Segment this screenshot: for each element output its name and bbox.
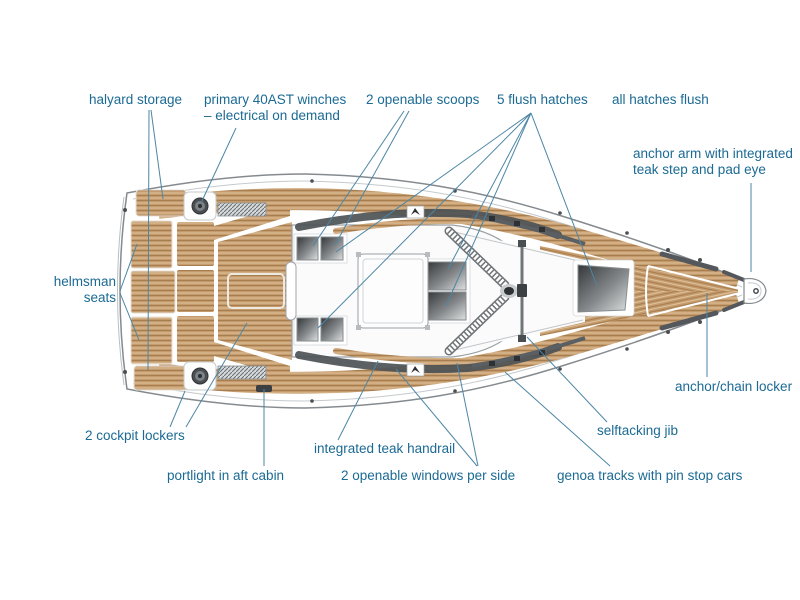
leader-line-teak-handrail [337, 360, 379, 441]
scoop-hatch-port-1 [296, 236, 319, 261]
winch-icon-port [191, 197, 209, 215]
winch-icon-starboard [191, 367, 209, 385]
helmsman-seat-port [130, 220, 173, 269]
cockpit-bench-mid [177, 270, 214, 312]
leader-line-flush-hatches [445, 112, 532, 307]
flush-hatch-starboard-1 [296, 317, 319, 342]
traveler-track-aft-port [217, 202, 267, 217]
leader-line-cockpit-lockers [169, 390, 186, 428]
deck-logo-port [406, 205, 425, 219]
leader-line-openable-scoops [334, 110, 410, 246]
jib-strut-starboard [444, 292, 510, 356]
cockpit-bench-fwd [177, 316, 214, 362]
leader-line-openable-scoops [312, 110, 405, 247]
leader-line-cockpit-lockers [185, 322, 248, 428]
cockpit-sole [218, 222, 292, 360]
cockpit-table-outline [227, 273, 285, 309]
leader-line-helmsman-seats [119, 243, 138, 292]
leader-line-helmsman-seats [119, 292, 140, 341]
leader-line-flush-hatches [447, 112, 532, 270]
leader-line-openable-windows [456, 362, 479, 467]
flush-hatch-foredeck [577, 264, 630, 313]
scoop-hatch-port-2 [320, 236, 344, 261]
helmsman-seat-starboard [130, 316, 173, 365]
window-band-port [295, 208, 562, 239]
deck-logo-starboard [406, 363, 425, 377]
cockpit-bench-aft [177, 222, 214, 266]
coaming-starboard [214, 342, 290, 378]
deck-hardware [123, 179, 767, 403]
leader-line-flush-hatches [317, 112, 532, 329]
corridor-seams [445, 229, 584, 353]
portlight-aft-cabin [256, 385, 272, 392]
teak-handrail-port [333, 217, 469, 234]
pad-eye-icon [753, 288, 759, 294]
aft-cabin-vent [285, 261, 297, 321]
companionway-hatch [356, 252, 430, 330]
anchor-arm-tip [743, 277, 767, 305]
teak-handrail-starboard [333, 348, 469, 365]
leader-line-selftacking-jib [526, 336, 608, 423]
coaming-port [214, 204, 290, 240]
leader-line-halyard-storage [150, 109, 164, 200]
transom-line [117, 196, 125, 386]
leader-line-flush-hatches [335, 112, 532, 253]
stern-bench [130, 270, 176, 314]
flush-hatch-starboard-2 [320, 317, 344, 342]
selftacking-jib-track [517, 240, 527, 342]
window-band-starboard [295, 343, 562, 374]
leader-line-genoa-tracks [504, 371, 611, 467]
leader-line-openable-windows [395, 368, 478, 467]
anchor-chain-locker [645, 265, 741, 317]
leader-line-flush-hatches [530, 112, 598, 287]
leader-line-halyard-storage [147, 109, 150, 371]
jib-strut-port [444, 226, 510, 290]
mast-foot-fitting [500, 284, 518, 298]
leader-line-primary-winches [200, 127, 237, 204]
